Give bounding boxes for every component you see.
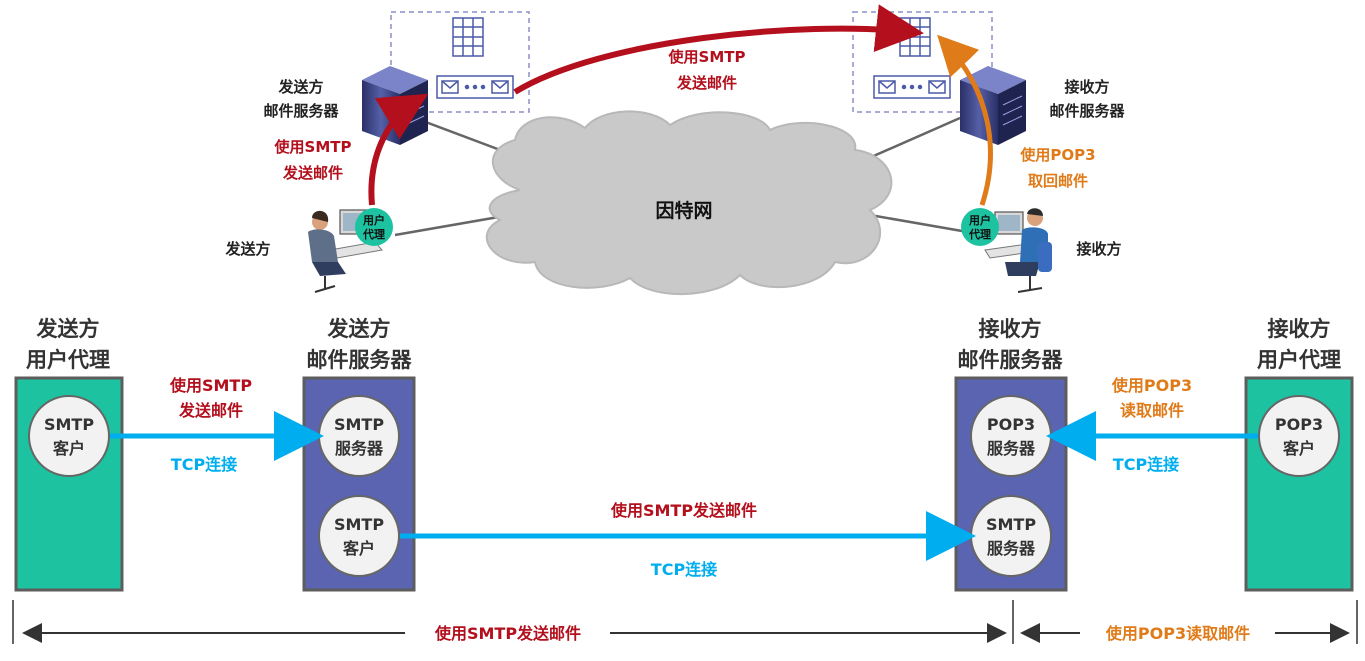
mail-queue-icon [436,75,514,99]
caption-line: 使用POP3 [1019,146,1095,164]
circle-line: SMTP [44,415,94,434]
grid-icon [899,17,931,57]
caption-line: 使用SMTP [668,48,746,66]
smtp-server-circle: SMTP 服务器 [970,495,1052,577]
circle-line: POP3 [1275,415,1323,434]
span-pop3-label: 使用POP3读取邮件 [1105,624,1250,643]
sender-caption: 发送方 [224,240,270,258]
caption-line: 使用SMTP [274,138,352,156]
circle-line: 客户 [343,539,375,558]
circle-line: 服务器 [335,439,384,458]
internet-label: 因特网 [655,200,712,222]
circle-line: 客户 [53,439,85,458]
badge-line-2: 代理 [362,227,385,241]
sender-user-agent-badge: 用户 代理 [355,208,393,246]
caption-line: 接收方 [1064,78,1109,96]
pop3-top-caption: 使用POP3 取回邮件 [1019,146,1095,190]
circle-line: POP3 [987,415,1035,434]
pop3-client-circle: POP3 客户 [1258,395,1340,477]
grid-icon [452,17,484,57]
badge-line-2: 代理 [968,227,991,241]
span-smtp-label: 使用SMTP发送邮件 [434,624,581,643]
smtp-client-circle: SMTP 客户 [28,395,110,477]
caption-line: 使用SMTP发送邮件 [610,501,757,520]
caption-line: 读取邮件 [1120,401,1184,420]
caption-line: 发送邮件 [676,74,737,92]
smtp-server-to-server-arrow [513,4,924,95]
receiver-user-agent-badge: 用户 代理 [961,208,999,246]
title-line: 接收方 [979,317,1042,341]
circle-line: SMTP [334,415,384,434]
internet-cloud: 因特网 [485,110,893,296]
sender-server-caption: 发送方 邮件服务器 [263,78,339,120]
caption-line: 邮件服务器 [1049,102,1125,120]
link2-caption: 使用SMTP发送邮件 TCP连接 [610,501,757,579]
title-line: 用户代理 [26,348,110,372]
tcp-caption: TCP连接 [171,455,237,474]
receiver-agent-box [1244,376,1354,592]
title-line: 用户代理 [1257,348,1341,372]
title-line: 发送方 [327,317,391,341]
title-line: 邮件服务器 [307,348,413,372]
col-title-sender-agent: 发送方 用户代理 [26,317,110,372]
mail-queue-icon [873,75,951,99]
pop3-retrieve-arrow [937,34,993,206]
col-title-receiver-agent: 接收方 用户代理 [1257,317,1341,372]
caption-line: 发送方 [277,78,323,96]
circle-line: 服务器 [987,439,1036,458]
badge-line-1: 用户 [363,213,385,227]
link3-caption: 使用POP3 读取邮件 TCP连接 [1111,376,1192,474]
pop3-server-circle: POP3 服务器 [970,395,1052,477]
badge-line-1: 用户 [969,213,991,227]
link1-caption: 使用SMTP 发送邮件 TCP连接 [169,376,252,474]
title-line: 接收方 [1268,317,1331,341]
receiver-caption: 接收方 [1076,240,1121,258]
col-title-sender-server: 发送方 邮件服务器 [307,317,413,372]
smtp-agent-to-server-arrow [368,93,429,206]
caption-line: 发送邮件 [178,401,243,420]
title-line: 发送方 [36,317,100,341]
caption-line: 取回邮件 [1028,172,1088,190]
caption-line: 发送邮件 [282,164,343,182]
smtp-left-caption: 使用SMTP 发送邮件 [274,138,352,182]
receiver-server-caption: 接收方 邮件服务器 [1049,78,1125,120]
circle-line: 服务器 [987,539,1036,558]
caption-line: 使用SMTP [169,376,252,395]
circle-line: 客户 [1283,439,1315,458]
sender-server-icon [362,66,428,145]
title-line: 邮件服务器 [958,348,1064,372]
tcp-caption: TCP连接 [1113,455,1179,474]
smtp-server-circle: SMTP 服务器 [318,395,400,477]
sender-mailbox-panel [390,11,530,113]
smtp-top-caption: 使用SMTP 发送邮件 [668,48,746,92]
tcp-caption: TCP连接 [651,560,717,579]
caption-line: 邮件服务器 [263,102,339,120]
circle-line: SMTP [986,515,1036,534]
circle-line: SMTP [334,515,384,534]
caption-line: 使用POP3 [1111,376,1192,395]
col-title-receiver-server: 接收方 邮件服务器 [958,317,1064,372]
smtp-client-circle: SMTP 客户 [318,495,400,577]
